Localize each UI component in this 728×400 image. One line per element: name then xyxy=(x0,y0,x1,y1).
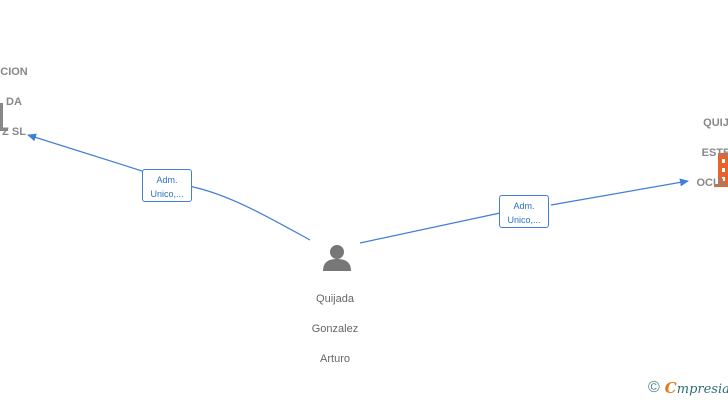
person-last-name: Arturo xyxy=(320,353,350,365)
right-company-line-3: OCULA xyxy=(696,177,728,189)
edge-line-to-right-company xyxy=(359,181,688,244)
person-label[interactable]: Quijada Gonzalez Arturo xyxy=(297,277,373,367)
left-company-line-1: CION xyxy=(0,66,28,78)
edge-label-role: Adm. xyxy=(156,175,178,185)
left-company-label[interactable]: CION DA Z SL xyxy=(0,50,34,140)
right-company-line-1: QUIJ xyxy=(703,117,728,129)
person-icon xyxy=(323,245,351,271)
empresia-watermark: © Cmpresia xyxy=(648,378,728,398)
building-icon xyxy=(714,153,728,187)
left-company-line-3: Z SL xyxy=(2,126,26,138)
left-company-line-2: DA xyxy=(6,96,22,108)
edge-label-to-right[interactable]: Adm. Unico,... xyxy=(499,195,549,228)
copyright-icon: © xyxy=(648,379,660,396)
edge-label-detail: Unico,... xyxy=(507,215,541,225)
right-company-label[interactable]: QUIJ ESTE OCULA xyxy=(686,101,728,191)
brand-initial: C xyxy=(664,379,677,397)
brand-name-rest: mpresia xyxy=(676,382,728,397)
edge-line-to-left-company xyxy=(27,133,311,241)
building-icon xyxy=(0,103,8,131)
person-middle-name: Gonzalez xyxy=(311,323,359,335)
edge-label-role: Adm. xyxy=(513,201,535,211)
right-company-line-2: ESTE xyxy=(701,147,728,159)
person-first-name: Quijada xyxy=(316,293,354,305)
brand-logo: Cmpresia xyxy=(665,379,728,397)
edge-label-to-left[interactable]: Adm. Unico,... xyxy=(142,169,192,202)
edge-label-detail: Unico,... xyxy=(150,189,184,199)
